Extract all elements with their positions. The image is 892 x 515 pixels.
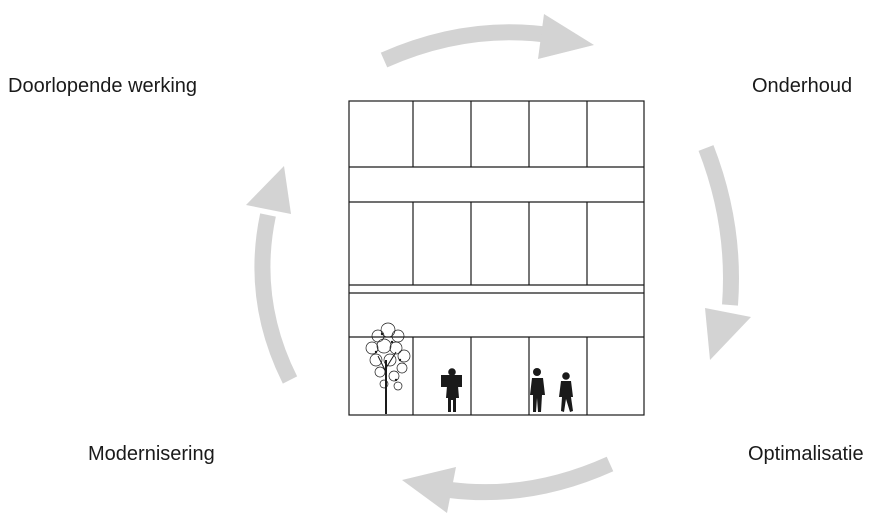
cycle-arrows [246,14,751,513]
cycle-arrow-bottom [402,456,614,513]
person-standing-icon [530,368,545,412]
person-walking-icon [559,372,573,412]
cycle-arrow-top [380,14,594,68]
window-row-middle [412,202,588,285]
label-doorlopende-werking: Doorlopende werking [8,75,198,97]
tree-icon [365,322,411,414]
window-row-top [412,101,588,167]
cycle-arrow-left [246,166,298,384]
label-onderhoud: Onderhoud [752,75,853,97]
cycle-arrow-right [698,145,751,360]
label-optimalisatie: Optimalisatie [748,443,864,465]
person-carrying-box-icon [441,368,462,412]
label-modernisering: Modernisering [88,443,215,465]
building-outline [348,100,645,416]
building-facade [348,100,645,416]
window-row-ground [412,337,588,415]
